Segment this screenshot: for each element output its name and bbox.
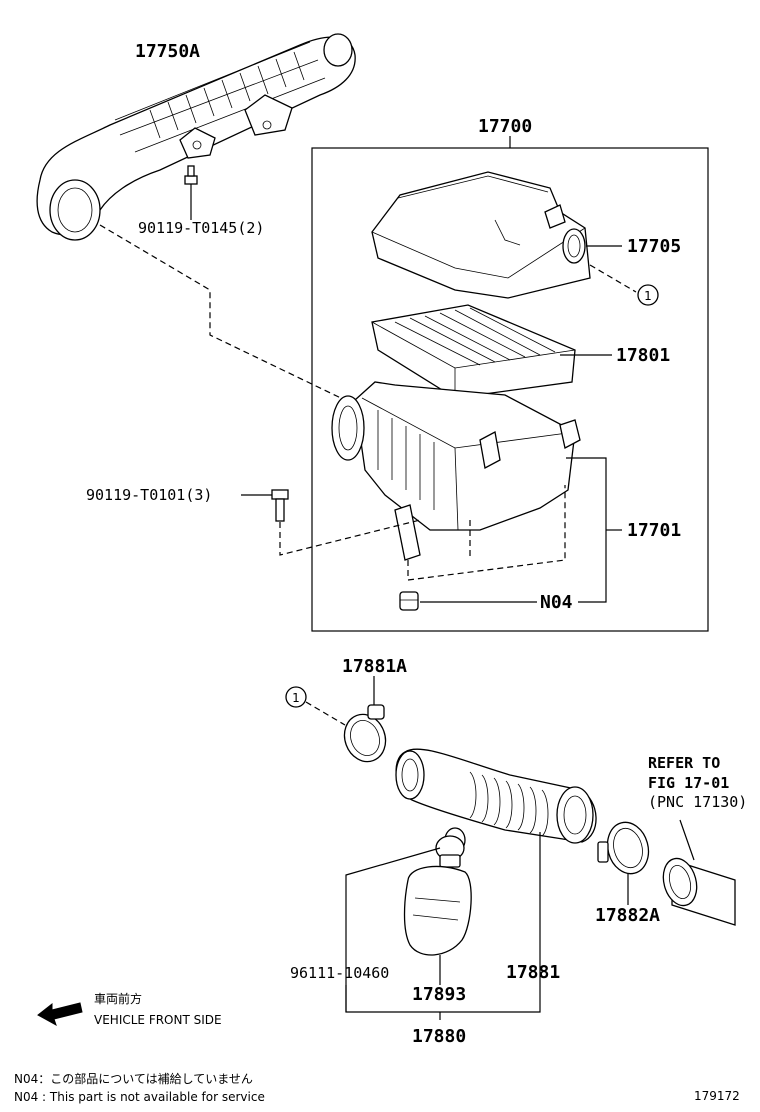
figure-id: 179172: [694, 1089, 740, 1103]
label-17750A: 17750A: [135, 41, 200, 62]
footnote-jp: N04：この部品については補給していません: [14, 1071, 253, 1086]
label-17882A: 17882A: [595, 905, 660, 926]
label-17881: 17881: [506, 962, 560, 983]
hose-clamp-17882A: [597, 821, 650, 875]
label-96111-10460: 96111-10460: [290, 964, 389, 982]
hose-clamp-17881A: [343, 704, 387, 763]
resonator-17893: [403, 865, 472, 956]
bolt-90119-T0101: [271, 489, 289, 522]
direction-label-en: VEHICLE FRONT SIDE: [94, 1013, 222, 1027]
direction-label-jp: 車両前方: [94, 991, 142, 1006]
intake-hose-17881: [395, 748, 597, 853]
air-cleaner-cap-17705: [371, 171, 591, 299]
label-N04: N04: [540, 592, 573, 613]
reference-line-3: (PNC 17130): [648, 793, 747, 811]
callout-marker-1-upper-label: 1: [644, 289, 652, 303]
filter-element-17801: [371, 304, 576, 399]
label-17893: 17893: [412, 984, 466, 1005]
label-17700: 17700: [478, 116, 532, 137]
footnote-en: N04 : This part is not available for ser…: [14, 1090, 265, 1104]
callout-marker-1-lower-label: 1: [292, 691, 300, 705]
callout-marker-1-lower: [285, 686, 307, 708]
hose-clamp-96111: [435, 835, 465, 868]
intake-duct-17750A: [36, 33, 356, 241]
grommet-N04: [399, 591, 419, 611]
vehicle-front-arrow-icon: [37, 1002, 83, 1027]
label-17881A: 17881A: [342, 656, 407, 677]
bolt-90119-T0145: [184, 165, 198, 210]
label-90119-T0101: 90119-T0101(3): [86, 486, 212, 504]
reference-line-2: FIG 17-01: [648, 774, 729, 792]
label-17801: 17801: [616, 345, 670, 366]
callout-marker-1-upper: [637, 284, 659, 306]
label-90119-T0145: 90119-T0145(2): [138, 219, 264, 237]
air-cleaner-case-17701: [331, 381, 581, 561]
label-17705: 17705: [627, 236, 681, 257]
label-17701: 17701: [627, 520, 681, 541]
turbo-pipe-reference: [662, 857, 736, 926]
reference-line-1: REFER TO: [648, 754, 720, 772]
label-17880: 17880: [412, 1026, 466, 1047]
